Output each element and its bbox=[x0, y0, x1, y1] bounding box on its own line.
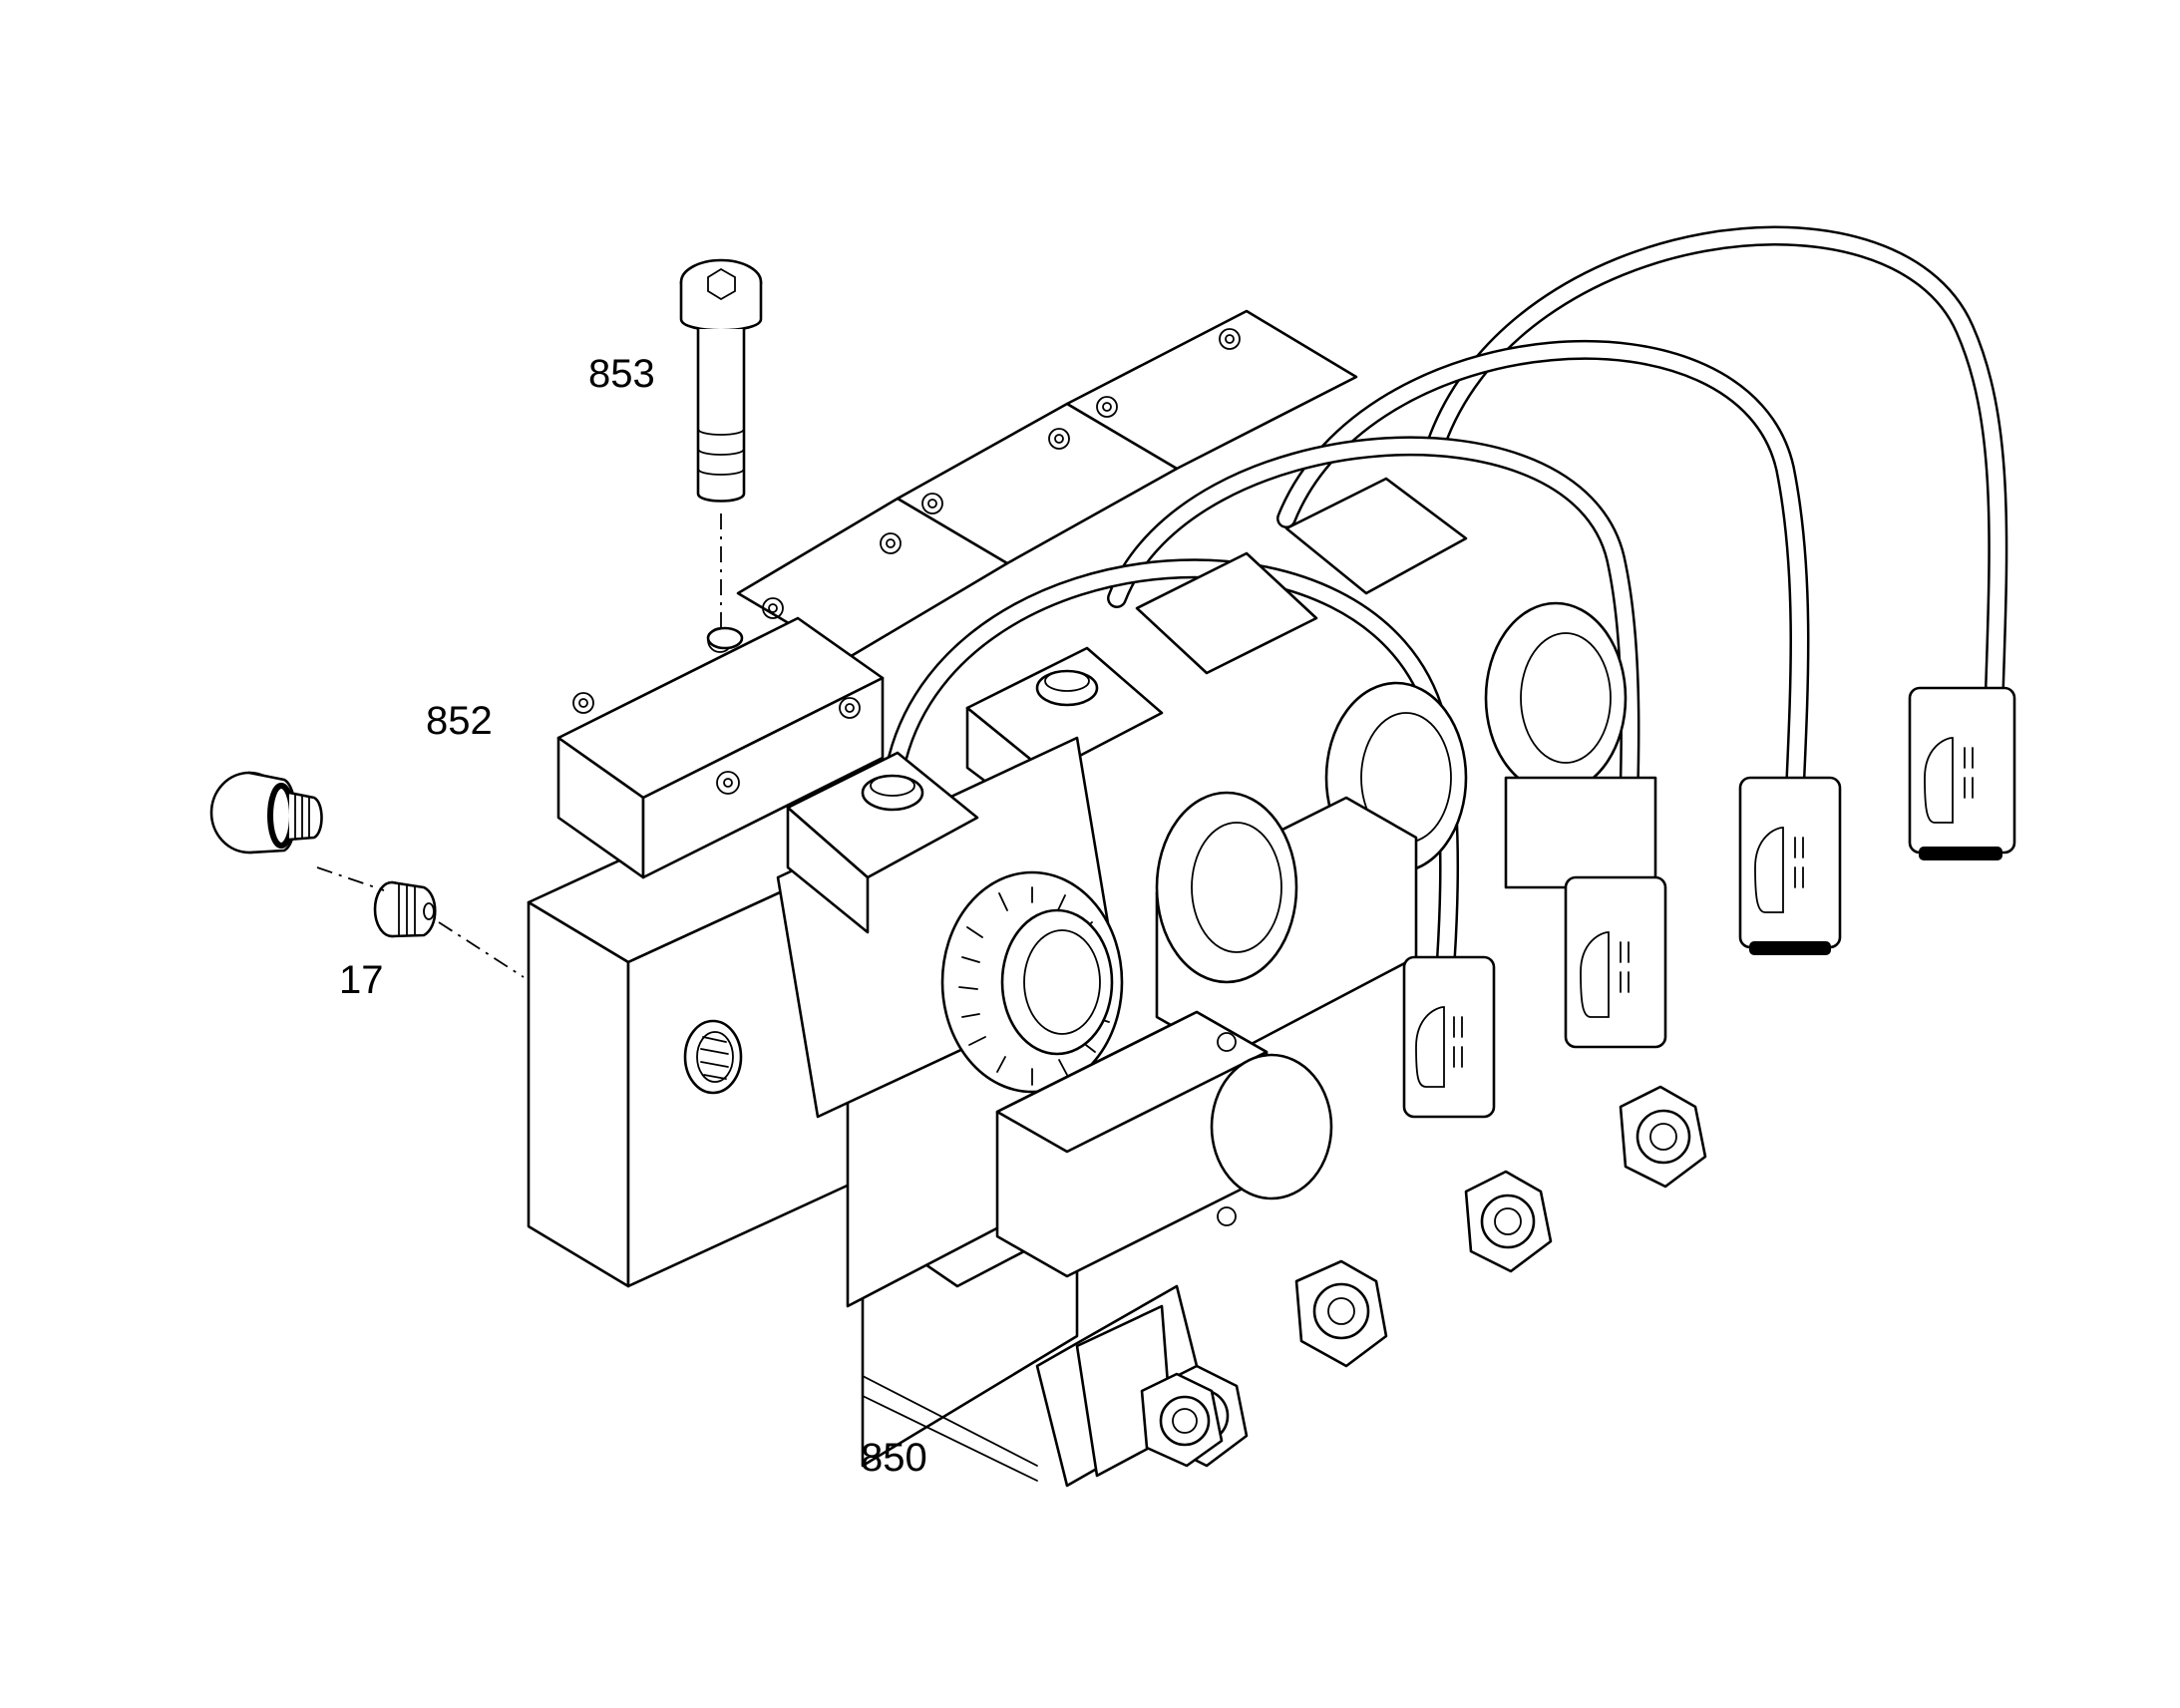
set-screw-leader-line bbox=[438, 921, 525, 978]
solenoid-1 bbox=[776, 736, 1333, 1278]
callout-853: 853 bbox=[588, 352, 655, 396]
connector-cables bbox=[888, 225, 2008, 967]
solenoid-4 bbox=[1284, 477, 1657, 889]
hex-fitting-4 bbox=[1619, 1085, 1707, 1189]
knurled-knob bbox=[940, 870, 1124, 1094]
set-screw bbox=[373, 880, 437, 938]
callout-850: 850 bbox=[861, 1436, 927, 1480]
connector-plugs bbox=[1402, 686, 2016, 1119]
plug-leader-line bbox=[316, 866, 385, 891]
front-lower-fitting bbox=[1075, 1304, 1224, 1478]
plug-connector-4 bbox=[1908, 686, 2016, 860]
plug-connector-3 bbox=[1738, 776, 1842, 955]
hex-fitting-3 bbox=[1464, 1170, 1553, 1273]
screw-hole bbox=[706, 626, 744, 650]
socket-head-screw bbox=[679, 258, 763, 503]
hex-fitting-2 bbox=[1294, 1259, 1388, 1368]
plug-connector-2 bbox=[1564, 875, 1667, 1049]
callout-17: 17 bbox=[339, 958, 384, 1002]
sealing-plug bbox=[209, 771, 323, 854]
callout-852: 852 bbox=[426, 699, 493, 743]
plug-connector-1 bbox=[1402, 955, 1496, 1119]
